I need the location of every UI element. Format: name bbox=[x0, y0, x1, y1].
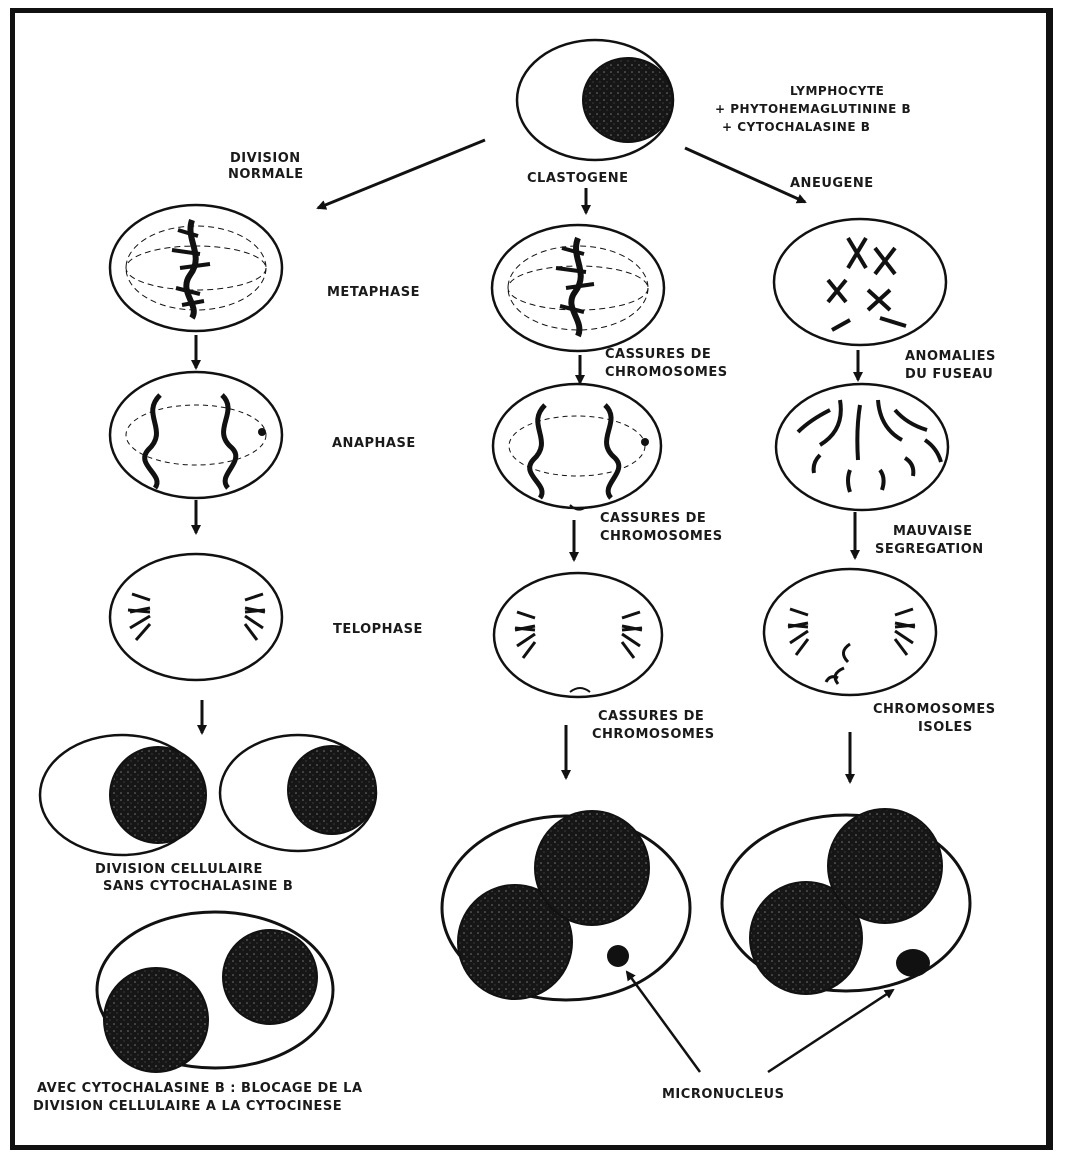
branch-clastogene-label: CLASTOGENE bbox=[527, 171, 628, 186]
cassures-label-3b: CHROMOSOMES bbox=[592, 727, 715, 742]
aneu-micronucleated-cell bbox=[722, 809, 970, 994]
sans-cytochalasine-caption: DIVISION CELLULAIRE bbox=[95, 862, 263, 877]
branch-aneugene-label: ANEUGENE bbox=[790, 176, 874, 191]
sans-cytochalasine-caption-2: SANS CYTOCHALASINE B bbox=[103, 879, 293, 894]
cassures-label-2: CASSURES DE bbox=[600, 511, 706, 526]
micronucleus-pointer-left bbox=[627, 972, 700, 1072]
cassures-label-1b: CHROMOSOMES bbox=[605, 365, 728, 380]
mauvaise-label-2: SEGREGATION bbox=[875, 542, 984, 557]
clasto-telophase-cell bbox=[494, 573, 662, 697]
chromosomes-isoles-label: CHROMOSOMES bbox=[873, 702, 996, 717]
anomalies-label: ANOMALIES bbox=[905, 349, 996, 364]
arrow-to-normal bbox=[318, 140, 485, 208]
cassures-label-3: CASSURES DE bbox=[598, 709, 704, 724]
normal-telophase-cell bbox=[110, 554, 282, 680]
arrow-to-aneugene bbox=[685, 148, 805, 202]
aneu-metaphase-cell bbox=[774, 219, 946, 345]
clasto-metaphase-cell bbox=[492, 225, 664, 351]
anomalies-label-2: DU FUSEAU bbox=[905, 367, 993, 382]
mauvaise-label: MAUVAISE bbox=[893, 524, 972, 539]
aneu-telophase-cell bbox=[764, 569, 936, 695]
chromosomes-isoles-label-2: ISOLES bbox=[918, 720, 973, 735]
normal-metaphase-cell bbox=[110, 205, 282, 331]
phase-metaphase-label: METAPHASE bbox=[327, 285, 420, 300]
aneu-anaphase-cell bbox=[776, 384, 948, 510]
binucleated-cell bbox=[97, 912, 333, 1072]
avec-cytochalasine-caption: AVEC CYTOCHALASINE B : BLOCAGE DE LA bbox=[37, 1081, 363, 1096]
micronucleus-pointer-right bbox=[768, 990, 893, 1072]
branch-normal-label-2: NORMALE bbox=[228, 167, 304, 182]
phase-anaphase-label: ANAPHASE bbox=[332, 436, 416, 451]
phase-telophase-label: TELOPHASE bbox=[333, 622, 423, 637]
normal-anaphase-cell bbox=[110, 372, 282, 498]
clasto-micronucleated-cell bbox=[442, 811, 690, 1000]
cassures-label-2b: CHROMOSOMES bbox=[600, 529, 723, 544]
branch-normal-label: DIVISION bbox=[230, 151, 301, 166]
cassures-label-1: CASSURES DE bbox=[605, 347, 711, 362]
avec-cytochalasine-caption-2: DIVISION CELLULAIRE A LA CYTOCINESE bbox=[33, 1099, 342, 1114]
clasto-anaphase-cell bbox=[493, 384, 661, 510]
lymphocyte-cell bbox=[517, 40, 673, 160]
phytohemaglutinine-label: + PHYTOHEMAGLUTININE B bbox=[715, 102, 911, 116]
daughter-cell-right bbox=[220, 735, 376, 851]
cytochalasine-label: + CYTOCHALASINE B bbox=[722, 120, 870, 134]
micronucleus-label: MICRONUCLEUS bbox=[662, 1087, 784, 1102]
lymphocyte-label: LYMPHOCYTE bbox=[790, 84, 884, 98]
daughter-cell-left bbox=[40, 735, 206, 855]
